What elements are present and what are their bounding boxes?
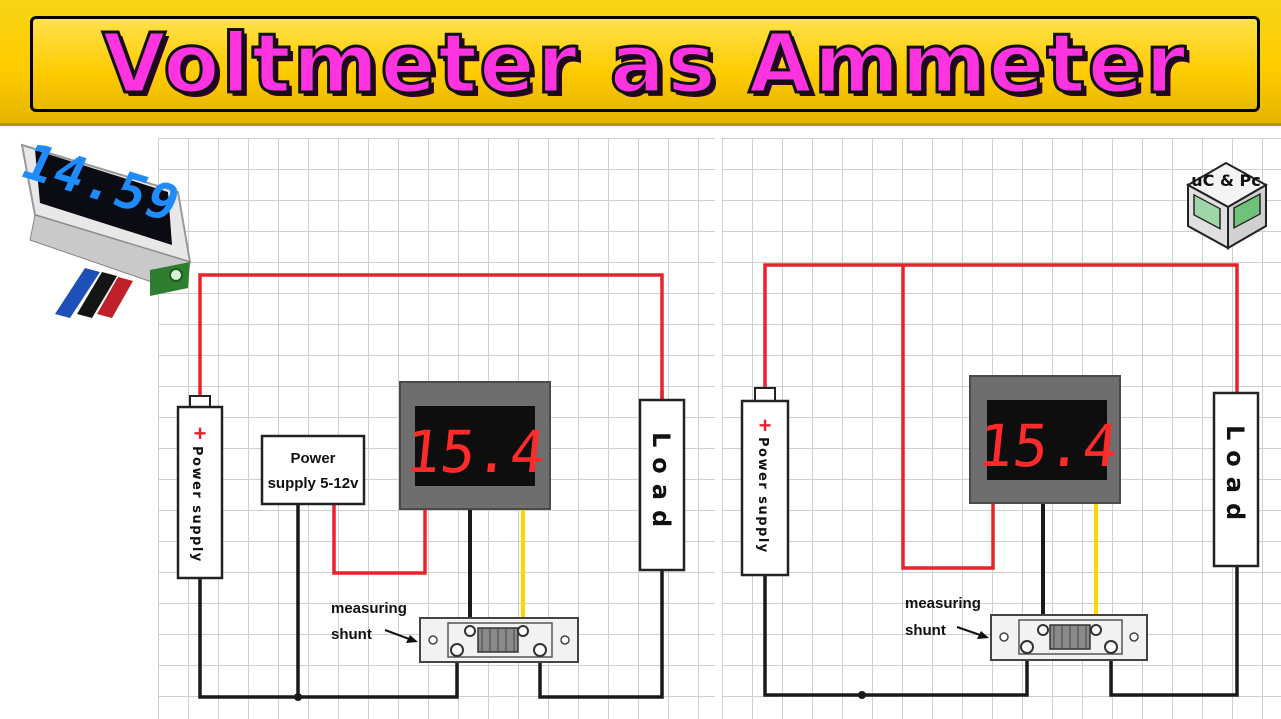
right-positive-wire [763, 263, 1239, 394]
right-supply-plus: + [759, 413, 772, 438]
right-meter-supply-wire [901, 265, 995, 570]
left-aux-supply-box [260, 434, 366, 506]
title-box: Voltmeter as Ammeter [30, 15, 1260, 113]
right-power-supply [740, 399, 790, 577]
right-supply-label: Power supply [755, 437, 770, 554]
right-shunt-label-2: shunt [905, 622, 946, 639]
right-load [1212, 391, 1260, 568]
left-return-wire [198, 578, 459, 699]
left-meter-screen [415, 406, 535, 486]
right-load-label: Load [1221, 425, 1249, 530]
right-shunt-label-1: measuring [905, 595, 981, 612]
left-supply-plus: + [194, 421, 207, 446]
left-measuring-shunt [419, 617, 579, 663]
left-load-return-wire [538, 570, 664, 699]
right-circuit: + Power supply 15.4 Load measuring shunt [740, 263, 1260, 699]
uc-pc-logo: uC & Pc [1185, 161, 1269, 250]
right-shunt-arrow [956, 626, 984, 637]
right-load-return-wire [1109, 566, 1239, 697]
left-supply-label: Power supply [189, 446, 204, 563]
left-aux-supply-label-1: Power [290, 450, 335, 467]
left-load-label: Load [647, 432, 675, 537]
title-banner: Voltmeter as Ammeter [0, 0, 1281, 126]
page-title: Voltmeter as Ammeter [101, 15, 1188, 113]
display-module-image: 14.59 [13, 132, 192, 318]
left-circuit: + Power supply Power supply 5-12v 15.4 L… [176, 273, 686, 701]
left-positive-wire [198, 273, 664, 400]
logo-text: uC & Pc [1191, 171, 1260, 190]
right-measuring-shunt [990, 614, 1148, 661]
left-meter-supply-wire [332, 505, 427, 575]
right-meter-screen [987, 400, 1107, 480]
left-power-supply [176, 405, 224, 580]
left-shunt-label-2: shunt [331, 626, 372, 643]
left-load [638, 398, 686, 572]
left-shunt-arrow [384, 629, 413, 641]
right-return-wire [763, 575, 1029, 697]
left-meter-reading: 15.4 [402, 418, 549, 486]
left-aux-supply-label-2: supply 5-12v [268, 475, 360, 492]
left-shunt-label-1: measuring [331, 600, 407, 617]
right-meter-reading: 15.4 [975, 412, 1122, 480]
